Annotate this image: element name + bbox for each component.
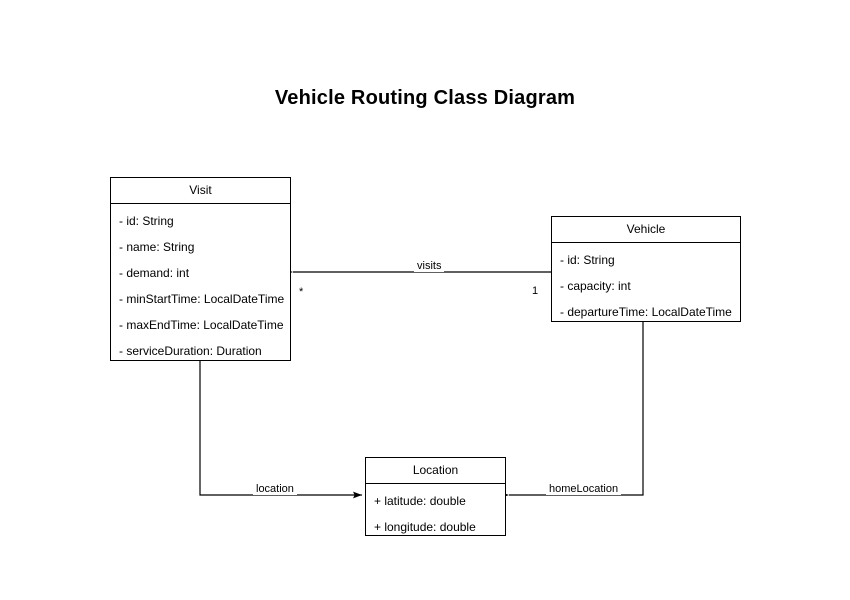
edge-label-location: location bbox=[253, 483, 297, 495]
attribute-row: - departureTime: LocalDateTime bbox=[560, 305, 732, 319]
edge-label-visits: visits bbox=[414, 260, 445, 272]
class-name-visit: Visit bbox=[111, 178, 290, 204]
class-box-location[interactable]: Location + latitude: double + longitude:… bbox=[365, 457, 506, 536]
class-box-vehicle[interactable]: Vehicle - id: String - capacity: int - d… bbox=[551, 216, 741, 322]
class-name-location: Location bbox=[366, 458, 505, 484]
class-box-visit[interactable]: Visit - id: String - name: String - dema… bbox=[110, 177, 291, 361]
attribute-row: - minStartTime: LocalDateTime bbox=[119, 292, 285, 306]
attribute-row: - demand: int bbox=[119, 266, 190, 280]
attribute-row: - serviceDuration: Duration bbox=[119, 344, 262, 358]
attribute-row: - name: String bbox=[119, 240, 195, 254]
edge-location-line bbox=[199, 361, 362, 499]
attribute-row: - maxEndTime: LocalDateTime bbox=[119, 318, 284, 332]
multiplicity-visit-end: * bbox=[299, 286, 304, 298]
page-title: Vehicle Routing Class Diagram bbox=[274, 87, 576, 109]
class-attributes-visit: - id: String - name: String - demand: in… bbox=[111, 204, 290, 369]
attribute-row: - capacity: int bbox=[560, 279, 631, 293]
attribute-row: + longitude: double bbox=[374, 520, 476, 534]
edge-homelocation bbox=[500, 322, 644, 499]
attribute-row: - id: String bbox=[560, 253, 615, 267]
attribute-row: + latitude: double bbox=[374, 494, 466, 508]
multiplicity-vehicle-end: 1 bbox=[532, 285, 539, 297]
attribute-row: - id: String bbox=[119, 214, 174, 228]
class-attributes-location: + latitude: double + longitude: double bbox=[366, 484, 505, 545]
class-attributes-vehicle: - id: String - capacity: int - departure… bbox=[552, 243, 740, 330]
edge-homelocation-line bbox=[500, 322, 644, 499]
edge-location bbox=[199, 361, 362, 499]
edge-label-homelocation: homeLocation bbox=[546, 483, 622, 495]
class-name-vehicle: Vehicle bbox=[552, 217, 740, 243]
